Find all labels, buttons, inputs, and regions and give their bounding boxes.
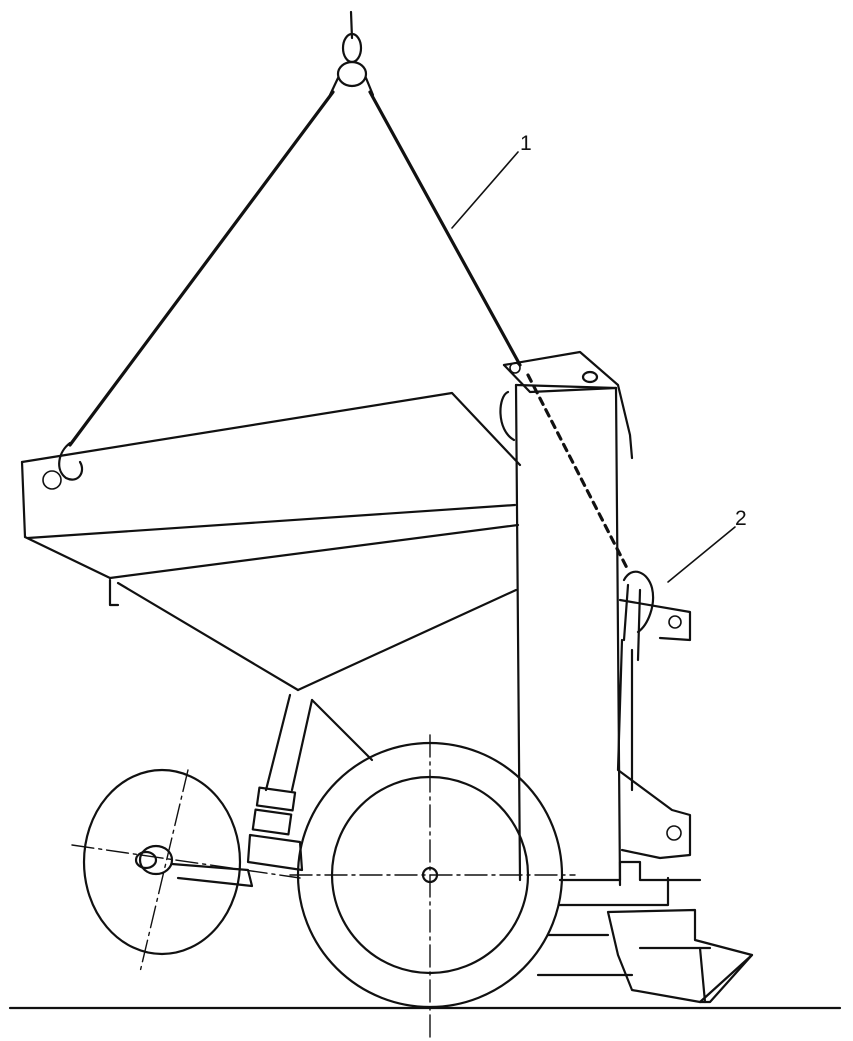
callout-2-label: 2	[735, 507, 747, 530]
lifting-sling	[68, 90, 630, 572]
lower-frame	[536, 860, 754, 1004]
hitch-bracket	[616, 570, 692, 860]
drive-strut	[246, 693, 374, 872]
disc-wheel	[71, 768, 301, 973]
callout-1-leader	[451, 151, 519, 229]
callout-1-label: 1	[520, 132, 532, 155]
crane-shackle	[328, 10, 375, 97]
sling-hook-left	[42, 441, 84, 490]
top-bracket	[502, 350, 634, 460]
ground-wheel	[289, 734, 576, 1041]
hopper	[20, 391, 522, 692]
frame-column	[499, 383, 622, 887]
callout-2-leader	[667, 526, 736, 583]
